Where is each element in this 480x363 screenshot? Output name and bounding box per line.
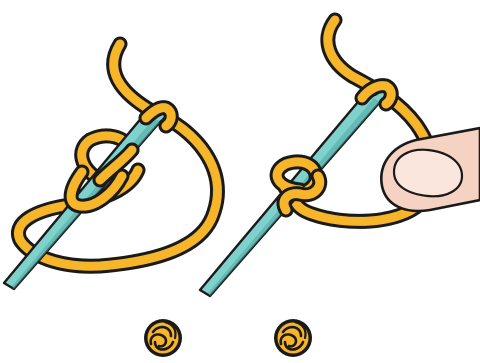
- french-knot-icon: [144, 319, 182, 357]
- french-knot-icon: [274, 319, 312, 357]
- left-step: [4, 44, 217, 289]
- right-step: [200, 20, 480, 296]
- finger-icon: [381, 128, 480, 211]
